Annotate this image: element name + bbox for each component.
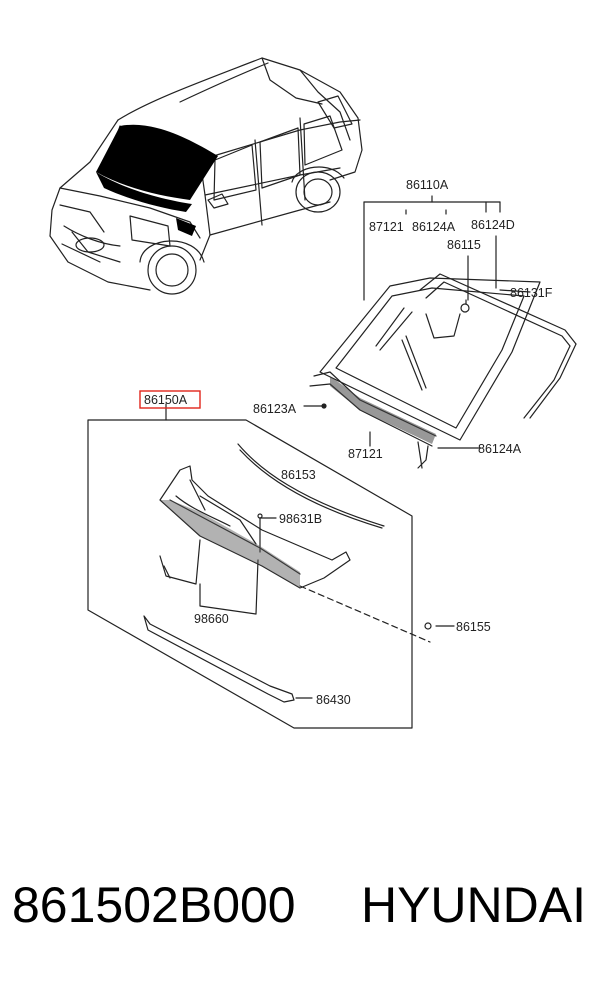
cowl-hatch bbox=[330, 376, 436, 444]
callout-86150A: 86150A bbox=[144, 393, 188, 407]
callout-86155: 86155 bbox=[456, 620, 491, 634]
windshield-group bbox=[303, 195, 577, 469]
callout-labels: 86110A 87121 86124A 86124D 86115 86131F … bbox=[139, 178, 553, 707]
parts-diagram: 86110A 87121 86124A 86124D 86115 86131F … bbox=[49, 57, 577, 729]
vehicle-cowl-detail bbox=[176, 218, 196, 236]
cowl-panel-group bbox=[87, 403, 455, 729]
callout-86123A: 86123A bbox=[253, 402, 297, 416]
callout-86124D: 86124D bbox=[471, 218, 515, 232]
footer: 861502B000 HYUNDAI bbox=[0, 876, 600, 946]
vehicle-cowl-area bbox=[96, 172, 192, 212]
callout-98631B: 98631B bbox=[279, 512, 322, 526]
vehicle-windshield bbox=[96, 124, 218, 200]
brand-name: HYUNDAI bbox=[360, 877, 586, 933]
callout-98660: 98660 bbox=[194, 612, 229, 626]
callout-87121-top: 87121 bbox=[369, 220, 404, 234]
callout-86124A-bottom: 86124A bbox=[478, 442, 522, 456]
highlight-box bbox=[139, 390, 201, 409]
part-number: 861502B000 bbox=[12, 877, 296, 933]
callout-86124A-top: 86124A bbox=[412, 220, 456, 234]
callout-86430: 86430 bbox=[316, 693, 351, 707]
callout-87121-bottom: 87121 bbox=[348, 447, 383, 461]
cowl-panel-hatch bbox=[160, 500, 300, 588]
callout-86110A: 86110A bbox=[406, 178, 449, 192]
callout-86131F: 86131F bbox=[510, 286, 553, 300]
vehicle-illustration bbox=[49, 57, 363, 295]
callout-86115: 86115 bbox=[447, 238, 481, 252]
callout-86153: 86153 bbox=[281, 468, 316, 482]
